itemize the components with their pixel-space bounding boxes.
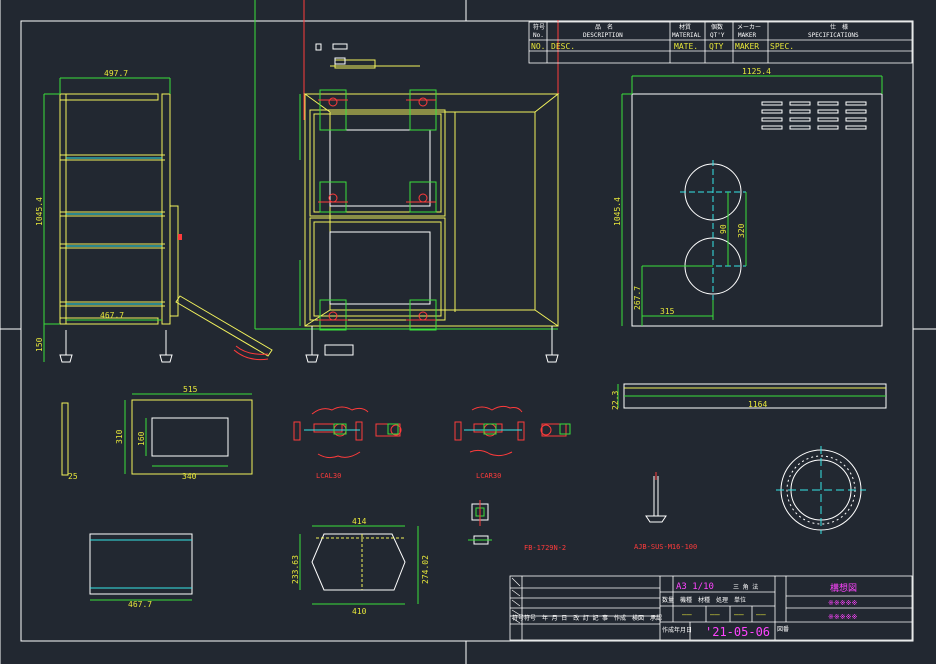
hdr-qty-en: QT'Y xyxy=(710,32,725,39)
dim-strip-width: 25 xyxy=(68,472,78,481)
dim-hole-y: 267.7 xyxy=(633,286,642,310)
dim-trap-bottom: 410 xyxy=(352,607,367,616)
hdr-qty-jp: 個数 xyxy=(711,23,723,31)
dim-frame-width: 497.7 xyxy=(104,69,128,78)
hdr-mat-jp: 材質 xyxy=(679,23,691,31)
side-view-frame xyxy=(43,77,273,363)
hdr-spec-en: SPECIFICATIONS xyxy=(808,32,859,39)
dim-leg-height: 150 xyxy=(35,337,44,352)
dim-plate-height: 310 xyxy=(115,429,124,444)
tb-stars-2: ※※※※※ xyxy=(828,613,857,621)
dim-frame-height: 1045.4 xyxy=(35,197,44,226)
tb-drawing-name: 構想図 xyxy=(830,582,857,594)
hdr-mat-en: MATERIAL xyxy=(672,32,701,39)
hdr-spec-jp: 仕 様 xyxy=(830,23,848,31)
hdr-maker-jp: メーカー xyxy=(737,24,761,31)
hdr-desc-en: DESCRIPTION xyxy=(583,32,623,39)
dim-inner-width: 340 xyxy=(182,472,197,481)
ring-view xyxy=(776,446,866,534)
long-bar-view xyxy=(617,383,887,409)
dim-top-height: 1045.4 xyxy=(613,197,622,226)
tb-date-label: 作成年月日 xyxy=(662,626,692,634)
tb-date: '21-05-06 xyxy=(705,625,770,639)
tb-dash-2: —— xyxy=(710,610,720,619)
hdr-no-en: No. xyxy=(533,32,544,39)
bolt-drawing xyxy=(645,472,667,523)
tb-dash-1: —— xyxy=(682,610,692,619)
hdr-no-jp: 符号 xyxy=(533,23,545,31)
row-mat: MATE. xyxy=(674,42,698,51)
tb-drawing-no-label: 図番 xyxy=(777,626,789,633)
hdr-desc-jp: 品 名 xyxy=(595,23,613,31)
dim-plate-width: 515 xyxy=(183,385,198,394)
label-latch: FB-1729N-2 xyxy=(524,544,566,552)
tb-angle: 三 角 法 xyxy=(733,583,758,591)
latch-drawing xyxy=(468,500,492,545)
top-plate-view xyxy=(621,75,883,327)
parts-list-header xyxy=(528,21,913,64)
dim-bar-height: 22.3 xyxy=(611,391,620,410)
dim-trap-left: 233.63 xyxy=(291,555,300,584)
dim-top-width: 1125.4 xyxy=(742,67,771,76)
row-no: NO. xyxy=(531,42,545,51)
dim-bar-length: 1164 xyxy=(748,400,767,409)
dim-frame-inner: 467.7 xyxy=(100,311,124,320)
label-clamp-right: LCAR30 xyxy=(476,472,501,480)
clamp-left-drawing xyxy=(293,406,402,459)
tb-header-row: 数量 機種 材種 処理 単位 xyxy=(662,596,746,604)
dim-hole-span: 320 xyxy=(737,223,746,238)
title-block xyxy=(509,575,913,641)
tb-dash-4: —— xyxy=(756,610,766,619)
base-box-view xyxy=(89,533,193,601)
row-desc: DESC. xyxy=(551,42,575,51)
dim-base-width: 467.7 xyxy=(128,600,152,609)
row-maker: MAKER xyxy=(735,42,759,51)
label-bolt: AJB-SUS-M16-100 xyxy=(634,543,697,551)
dim-hole-x: 315 xyxy=(660,307,675,316)
tb-scale: A3 1/10 xyxy=(676,582,714,592)
tb-rev-code: 符号 xyxy=(512,614,524,622)
hdr-maker-en: MAKER xyxy=(738,32,756,39)
title-block-diagonals xyxy=(511,577,521,624)
clamp-highlights xyxy=(333,423,571,435)
row-spec: SPEC. xyxy=(770,42,794,51)
plate-view xyxy=(61,393,253,476)
dim-hole-spacing: 90 xyxy=(719,224,728,234)
tb-stars-1: ※※※※※ xyxy=(828,599,857,607)
clamp-right-drawing xyxy=(454,405,567,457)
dim-trap-top: 414 xyxy=(352,517,367,526)
tb-revision-row: 符号 年 月 日 改 訂 記 事 作成 検図 承認 xyxy=(524,614,662,622)
view-cut-lines xyxy=(254,0,559,330)
row-qty: QTY xyxy=(709,42,724,51)
trapezoid-view xyxy=(299,525,419,605)
dim-inner-height: 160 xyxy=(137,431,146,446)
tb-dash-3: —— xyxy=(734,610,744,619)
label-clamp-left: LCAL30 xyxy=(316,472,341,480)
front-view-cabinet xyxy=(299,43,560,363)
dim-trap-right: 274.02 xyxy=(421,555,430,584)
